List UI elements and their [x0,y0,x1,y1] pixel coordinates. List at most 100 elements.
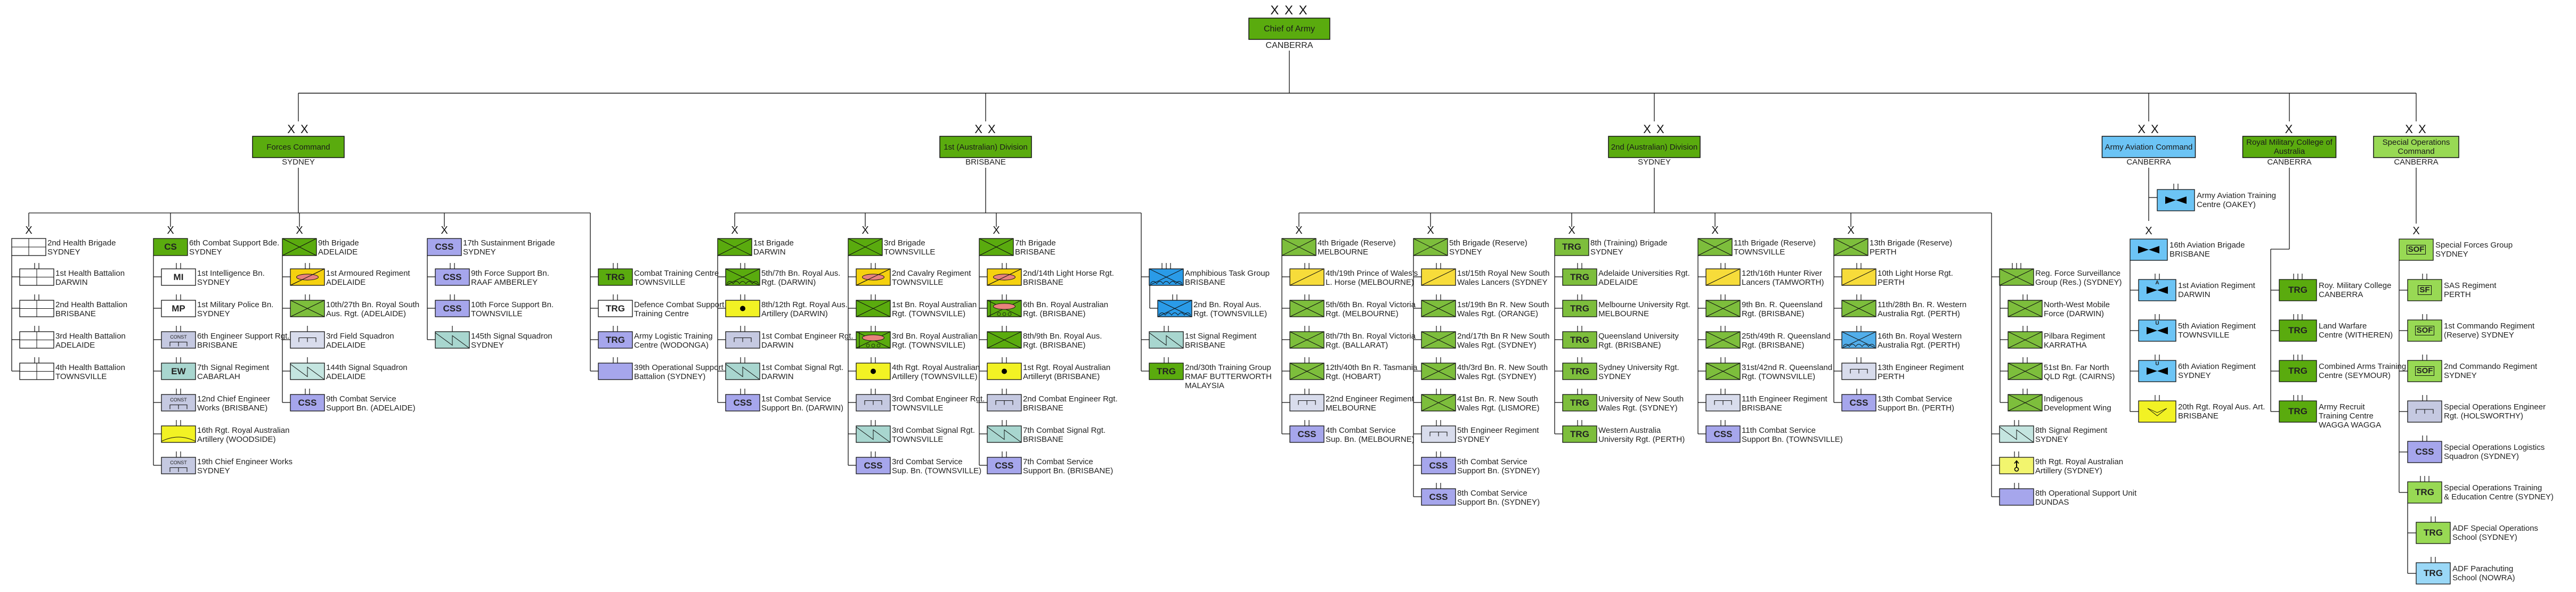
air-defence-chevron [2147,408,2167,416]
symbol-label: CSS [443,272,462,282]
amphibious-wave [1150,281,1183,284]
signal-zigzag [856,426,891,443]
unit-name-line: Squadron (SYDNEY) [2444,452,2519,461]
unit-name-line: 11th/28th Bn. R. Western [1878,300,1967,309]
unit-name-line: Centre (WITHEREN) [2319,331,2393,340]
echelon-marker: X [993,225,1000,236]
command-location: SYDNEY [282,158,315,167]
unit-name-line: Special Forces Group [2435,241,2513,250]
symbol-label: CSS [733,397,752,408]
unit-name-line: WAGGA WAGGA [2319,421,2382,430]
unit-name-line: 16th Aviation Brigade [2169,241,2245,250]
aviation-symbol-icon [2130,239,2168,261]
unit-name-line: ADELAIDE [326,278,366,287]
aviation-bowtie [2147,367,2168,375]
unit-name-line: Wales Lancers (SYDNEY [1457,278,1548,287]
command-location: SYDNEY [1638,158,1671,167]
artillery-dot [1002,368,1007,374]
unit-name-line: Land Warfare [2319,322,2367,331]
inf-symbol-icon [1705,331,1741,349]
unit-name-line: BRISBANE [1742,404,1782,413]
unit-name-line: Sup. Bn. (MELBOURNE) [1326,435,1415,444]
unit-name-line: Wales Rgt. (SYDNEY) [1457,341,1537,350]
unit-name-line: SYDNEY [197,466,230,475]
infantry-cross [1705,363,1741,380]
command-location: CANBERRA [2267,158,2312,167]
unit-name-line: 8th (Training) Brigade [1590,239,1668,248]
symbol-label: CSS [1849,397,1868,408]
text-symbol-icon [1562,331,1597,349]
unit-name-line: University Rgt. (PERTH) [1598,435,1685,444]
inf-symbol-icon [1999,268,2034,286]
unit-name-line: RAAF AMBERLEY [471,278,538,287]
symbol-letter: U [2155,361,2159,367]
unit-name-line: 1st Signal Regiment [1185,332,1257,341]
symbol-label: EW [171,366,186,376]
symbol-frame [2279,319,2317,342]
aviation-bowtie [2147,327,2168,334]
inf-symbol-icon [282,238,317,256]
brigade-column [598,268,633,380]
symbol-letter: U [2155,320,2159,326]
unit-name-line: 1st Health Battalion [55,269,125,278]
infantry-cross [1833,238,1868,256]
infantry-cross [1705,331,1741,349]
wheel [876,343,881,348]
echelon-marker: X X [287,122,310,136]
unit-name-line: TOWNSVILLE [471,309,523,318]
symbol-label: CSS [1429,460,1448,471]
unit-name-line: Centre (SEYMOUR) [2319,371,2391,380]
unit-name-line: 13th Brigade (Reserve) [1870,239,1953,248]
infantry-cross [1289,331,1324,349]
unit-name-line: TOWNSVILLE [892,404,944,413]
symbol-frame [1149,363,1184,380]
unit-name-line: 2nd/17th Bn R New South [1457,332,1550,341]
unit-name-line: QLD Rgt. (CAIRNS) [2044,372,2115,381]
wheel [871,343,875,348]
unit-name-line: 3rd Combat Engineer Rgt. [892,394,985,404]
unit-name-line: 8th Combat Service [1457,489,1527,498]
infantry-cross [1149,268,1184,286]
amphibious-wave [1158,313,1191,316]
unit-name-line: Artillery (WOODSIDE) [197,435,276,444]
unit-name-line: 13th Combat Service [1878,394,1953,404]
inf-symbol-icon [1421,394,1456,412]
unit-name-line: School (NOWRA) [2452,573,2515,582]
unit-name-line: Wales Rgt. (SYDNEY) [1457,372,1537,381]
unit-name-line: 12th/16th Hunter River [1742,269,1822,278]
unit-name-line: 4th Health Battalion [55,363,125,372]
armour-symbol-icon [987,268,1022,286]
unit-name-line: 1st Combat Signal Rgt. [761,363,844,372]
unit-name-line: SYDNEY [189,248,222,257]
unit-name-line: Lancers (TAMWORTH) [1742,278,1824,287]
command-location: CANBERRA [2126,158,2171,167]
engineer-bridge [1714,400,1732,405]
unit-name-line: Centre (OAKEY) [2197,200,2256,209]
echelon-marker: X X X [1270,3,1309,18]
symbol-frame [598,363,633,380]
inf-symbol-icon [1705,300,1741,317]
inf-symbol-icon [1705,363,1741,380]
unit-name-line: 5th/6th Bn. Royal Victoria [1326,300,1416,309]
text-symbol-icon [2279,319,2317,342]
unit-name-line: 9th Force Support Bn. [471,269,549,278]
symbol-label: TRG [606,272,625,282]
unit-name-line: Works (BRISBANE) [197,404,268,413]
symbol-label: SOF [2406,245,2426,254]
aviation-symbol-icon [2138,279,2176,301]
eng-symbol-icon [1289,394,1324,412]
command-location: BRISBANE [965,158,1006,167]
infantry-cross [717,238,752,256]
unit-name-line: 9th Rgt. Royal Australian [2035,457,2124,466]
unit-name-line: 1st Combat Engineer Rgt. [761,332,854,341]
ada-symbol-icon [2138,400,2176,423]
echelon-marker: X [1568,225,1575,236]
symbol-label: TRG [1570,397,1589,408]
inf-symbol-icon [2008,394,2043,412]
boxed-symbol-icon [2399,239,2434,261]
symbol-label: CSS [298,397,317,408]
unit-name-line: Rgt. (TOWNSVILLE) [892,341,966,350]
echelon-marker: X [1427,225,1434,236]
unit-name-line: University of New South [1598,394,1684,404]
unit-name-line: SYDNEY [1590,248,1623,257]
